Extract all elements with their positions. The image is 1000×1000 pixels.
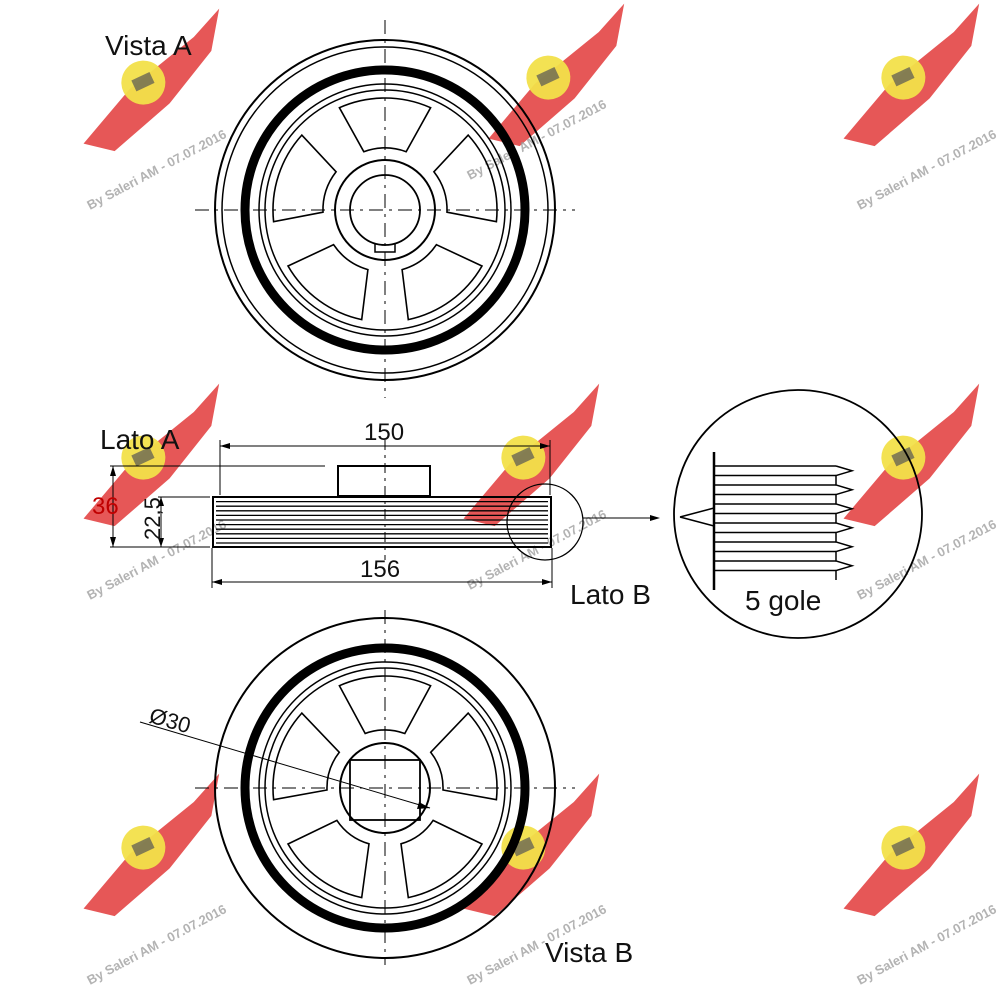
spoke-window — [400, 819, 484, 899]
watermark-logo — [83, 8, 220, 152]
grooves-label: 5 gole — [745, 585, 821, 616]
watermark-logo — [843, 3, 980, 147]
lato-b-label: Lato B — [570, 579, 651, 610]
dimension-156: 156 — [360, 556, 400, 583]
spoke-window — [286, 819, 370, 899]
spoke-window — [338, 97, 432, 153]
spoke-window — [432, 133, 498, 223]
vista-b-label: Vista B — [545, 937, 633, 968]
vista-a-pulley — [195, 20, 575, 398]
watermark-logo — [463, 383, 600, 527]
watermark-layer: By Saleri AM - 07.07.2016 By Saleri AM - … — [83, 3, 999, 988]
spoke-window — [272, 711, 341, 801]
groove-detail — [673, 389, 923, 639]
lato-a-label: Lato A — [100, 424, 180, 455]
watermark-logo — [843, 383, 980, 527]
spoke-window — [272, 133, 338, 223]
vista-b-pulley — [139, 610, 575, 965]
spoke-window — [401, 243, 484, 321]
groove-profile — [835, 465, 855, 580]
spoke-window — [429, 711, 498, 801]
watermark-text: By Saleri AM - 07.07.2016 — [854, 516, 998, 602]
vista-a-label: Vista A — [105, 30, 192, 61]
side-view-pulley — [110, 440, 660, 588]
spoke-window — [338, 675, 432, 735]
watermark-logo — [843, 773, 980, 917]
spoke-window — [286, 243, 369, 321]
dimension-36: 36 — [92, 493, 119, 520]
dimension-150: 150 — [364, 419, 404, 446]
watermark-logo — [83, 383, 220, 527]
watermark-text: By Saleri AM - 07.07.2016 — [84, 901, 228, 987]
dimension-22-5: 22,5 — [140, 497, 165, 540]
bore-diameter-label: Ø30 — [147, 703, 194, 738]
watermark-logo — [83, 773, 220, 917]
